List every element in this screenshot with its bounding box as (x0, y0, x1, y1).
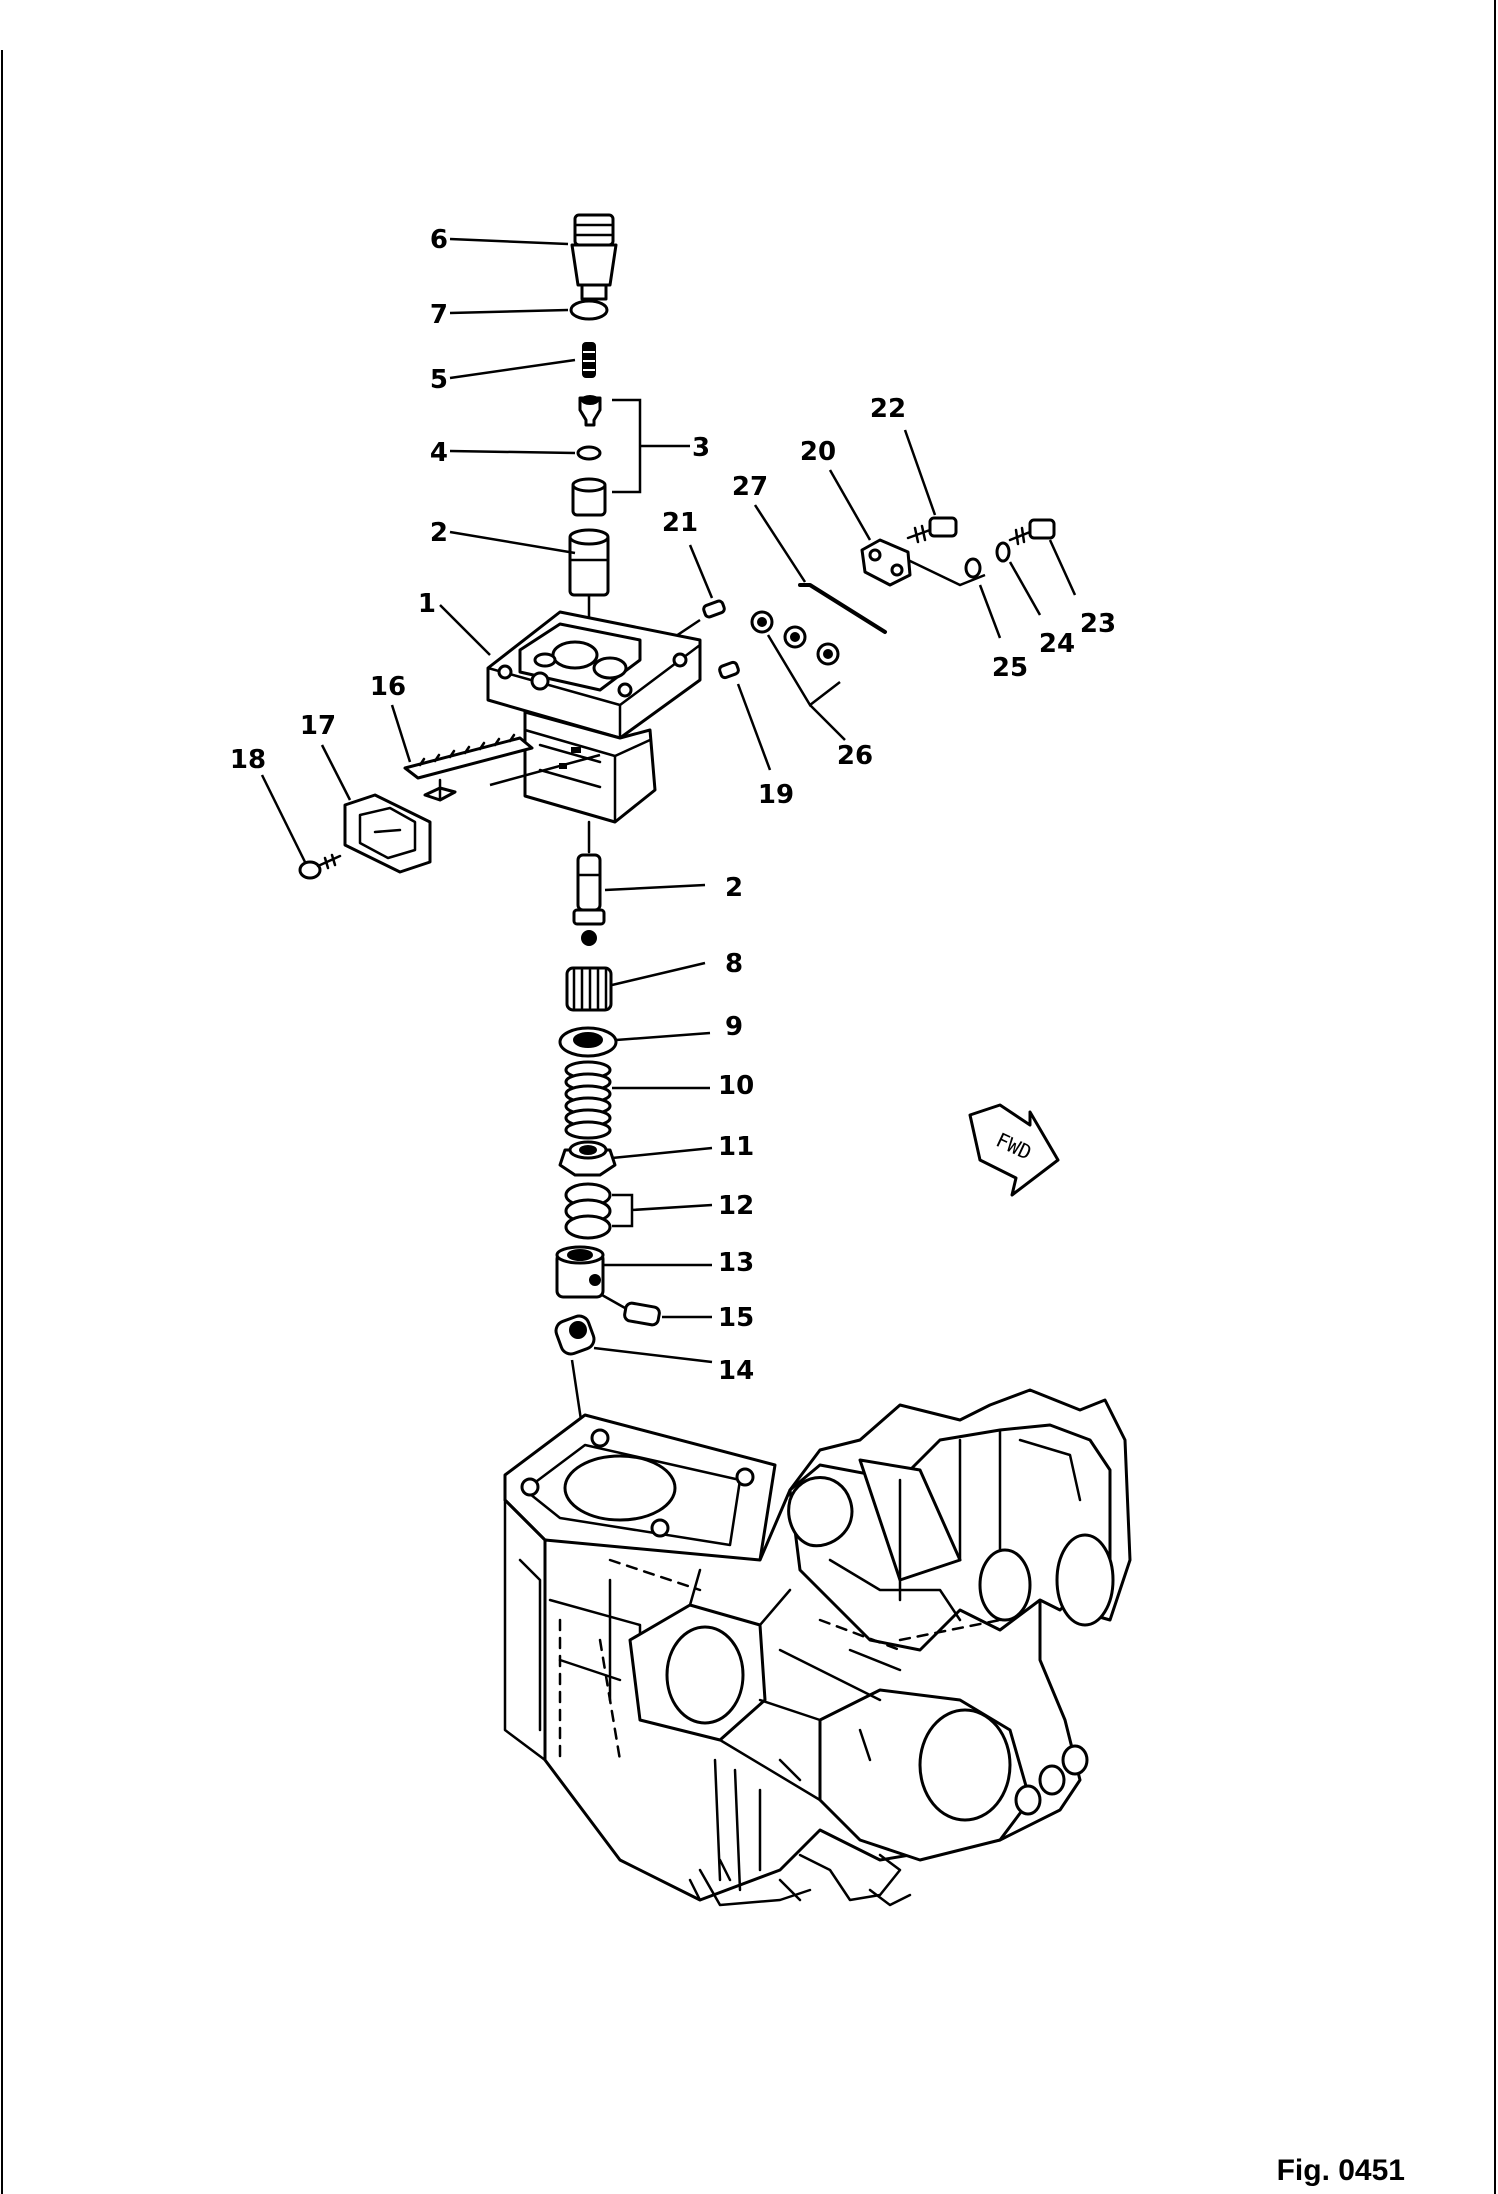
part-3-delivery-valve (578, 395, 602, 427)
callout-11: 11 (718, 1132, 754, 1162)
callout-24: 24 (1039, 629, 1075, 659)
callout-5: 5 (430, 365, 448, 395)
leader-17 (320, 744, 352, 801)
callout-23: 23 (1080, 609, 1116, 639)
callout-21: 21 (662, 508, 698, 538)
callout-20: 20 (800, 437, 836, 467)
part-6-delivery-valve-holder (570, 213, 618, 301)
leader-18 (260, 774, 307, 863)
part-21-pin (702, 599, 726, 619)
leader-27 (753, 504, 807, 583)
leader-23 (1048, 539, 1077, 596)
part-5-spring (582, 342, 596, 378)
callout-25: 25 (992, 653, 1028, 683)
callout-1: 1 (418, 589, 436, 619)
leader-5 (449, 358, 576, 380)
part-19-pin (718, 660, 740, 680)
callout-labels: 6 7 5 4 3 2 1 21 27 20 22 23 24 25 26 19… (230, 225, 1116, 1386)
figure-label: Fig. 0451 (1277, 2154, 1405, 2187)
callout-16: 16 (370, 672, 406, 702)
bracket-12 (612, 1193, 713, 1228)
leader-20 (828, 469, 872, 541)
callout-14: 14 (718, 1356, 754, 1386)
leader-8 (611, 961, 706, 987)
leader-19 (736, 683, 772, 771)
part-26-nuts (750, 610, 840, 666)
callout-26: 26 (837, 741, 873, 771)
callout-19: 19 (758, 780, 794, 810)
part-17-cover (343, 793, 432, 874)
part-15-pin (601, 1293, 661, 1327)
leader-20-link (907, 558, 986, 587)
part-22-bolt (906, 516, 958, 544)
part-11-lower-seat (558, 1140, 617, 1177)
leader-25 (978, 584, 1002, 639)
engine-block (503, 1388, 1132, 1907)
part-4-gasket (576, 445, 602, 461)
callout-15: 15 (718, 1303, 754, 1333)
leader-6 (449, 237, 569, 246)
callout-3: 3 (692, 433, 710, 463)
callout-4: 4 (430, 438, 448, 468)
part-24-washer (995, 541, 1011, 563)
callout-27: 27 (732, 472, 768, 502)
leader-9 (615, 1031, 711, 1042)
leader-26 (766, 634, 846, 741)
callout-2-lower: 2 (725, 873, 743, 903)
leader-11 (611, 1146, 713, 1160)
part-1-pump-housing (486, 610, 702, 824)
callout-2-upper: 2 (430, 518, 448, 548)
part-14-roller (554, 1314, 596, 1356)
part-18-screw (298, 853, 342, 880)
leader-1 (439, 604, 491, 656)
part-20-plate (860, 538, 912, 587)
part-25-washer (964, 557, 982, 579)
bracket-3 (612, 398, 690, 494)
fwd-direction-marker: FWD (968, 1103, 1060, 1197)
part-8-pinion (565, 966, 613, 1012)
part-3-valve-seat (571, 477, 607, 517)
leader-22 (903, 429, 937, 516)
part-7-o-ring (569, 299, 609, 321)
part-13-tappet (555, 1245, 605, 1299)
callout-7: 7 (430, 300, 448, 330)
leader-24 (1008, 561, 1042, 616)
leader-14 (593, 1346, 713, 1364)
leader-16 (390, 704, 412, 763)
leader-21 (688, 544, 714, 599)
callout-9: 9 (725, 1012, 743, 1042)
leader-4 (449, 449, 576, 455)
part-23-bolt (1008, 518, 1056, 546)
part-27-control-rod (798, 583, 887, 634)
callout-8: 8 (725, 949, 743, 979)
leader-7 (449, 308, 569, 315)
part-9-spring-seat (558, 1026, 618, 1058)
callout-10: 10 (718, 1071, 754, 1101)
leader-2-lower (604, 883, 706, 892)
callout-22: 22 (870, 394, 906, 424)
callout-13: 13 (718, 1248, 754, 1278)
callout-6: 6 (430, 225, 448, 255)
part-2-upper-barrel (568, 528, 610, 637)
callout-18: 18 (230, 745, 266, 775)
part-2-lower-plunger (572, 820, 606, 946)
part-10-spring (564, 1060, 612, 1140)
callout-12: 12 (718, 1191, 754, 1221)
part-12-shims (564, 1182, 612, 1240)
part-16-rack (403, 733, 601, 802)
leader-2-upper (449, 530, 576, 555)
callout-17: 17 (300, 711, 336, 741)
